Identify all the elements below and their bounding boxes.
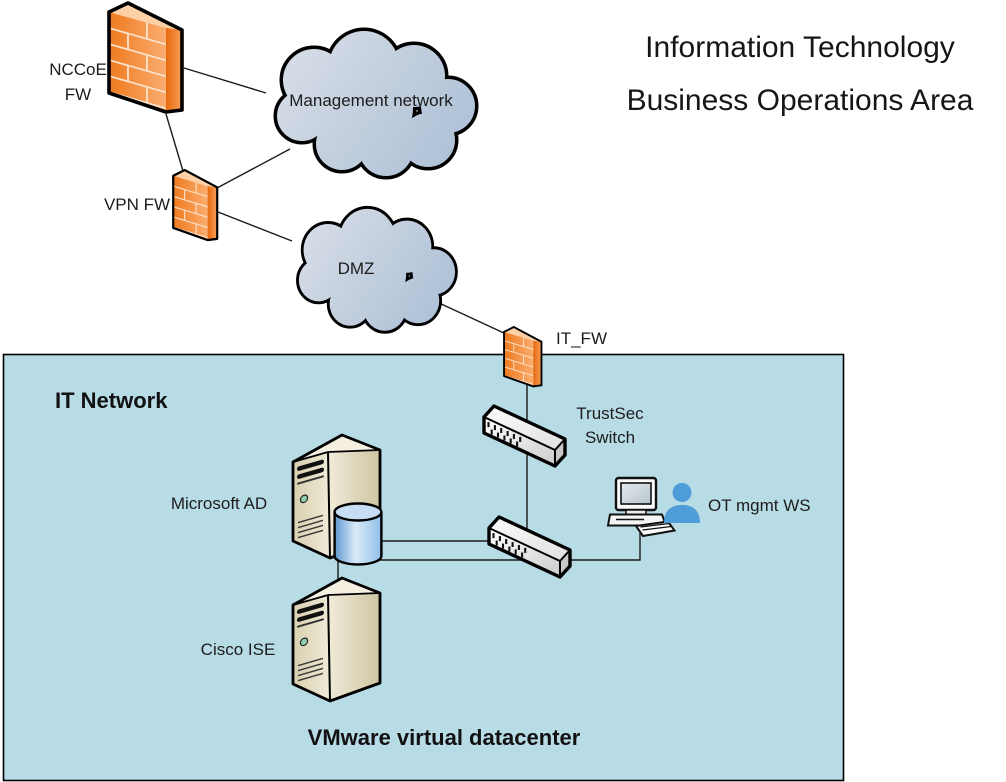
label-it-network: IT Network (55, 388, 168, 413)
label-it-fw: IT_FW (556, 329, 607, 348)
firewall-icon-nccoe (107, 1, 184, 114)
cloud-dmz (299, 209, 455, 331)
firewall-icon-itfw (503, 326, 543, 388)
connector-nccoe-mgmt (183, 67, 267, 94)
diagram-title-line2: Business Operations Area (627, 84, 974, 117)
label-trustsec-line2: Switch (585, 428, 635, 447)
connector-lines (165, 67, 641, 586)
label-management-network: Management network (289, 91, 453, 110)
label-vpn-fw: VPN FW (104, 195, 170, 214)
label-microsoft-ad: Microsoft AD (171, 494, 267, 513)
firewall-icon-vpn (172, 168, 219, 242)
label-cisco-ise: Cisco ISE (201, 640, 276, 659)
label-dmz: DMZ (338, 259, 375, 278)
diagram-title-line1: Information Technology (645, 31, 955, 64)
label-trustsec-line1: TrustSec (576, 404, 644, 423)
label-ot-mgmt-ws: OT mgmt WS (708, 496, 811, 515)
connector-dmz-itfw (436, 301, 507, 335)
label-nccoe-fw-line2: FW (65, 85, 91, 104)
connector-vpn-dmz (217, 211, 293, 242)
server-icon-cisco-ise (291, 576, 382, 703)
connector-vpn-mgmt (216, 148, 291, 189)
connector-nccoe-vpn (165, 113, 184, 172)
label-nccoe-fw-line1: NCCoE (49, 60, 107, 79)
it-network-zone (2, 353, 845, 782)
connector-ise-switch-ws (337, 533, 641, 586)
label-vmware-datacenter: VMware virtual datacenter (308, 725, 581, 750)
database-icon (333, 502, 383, 566)
